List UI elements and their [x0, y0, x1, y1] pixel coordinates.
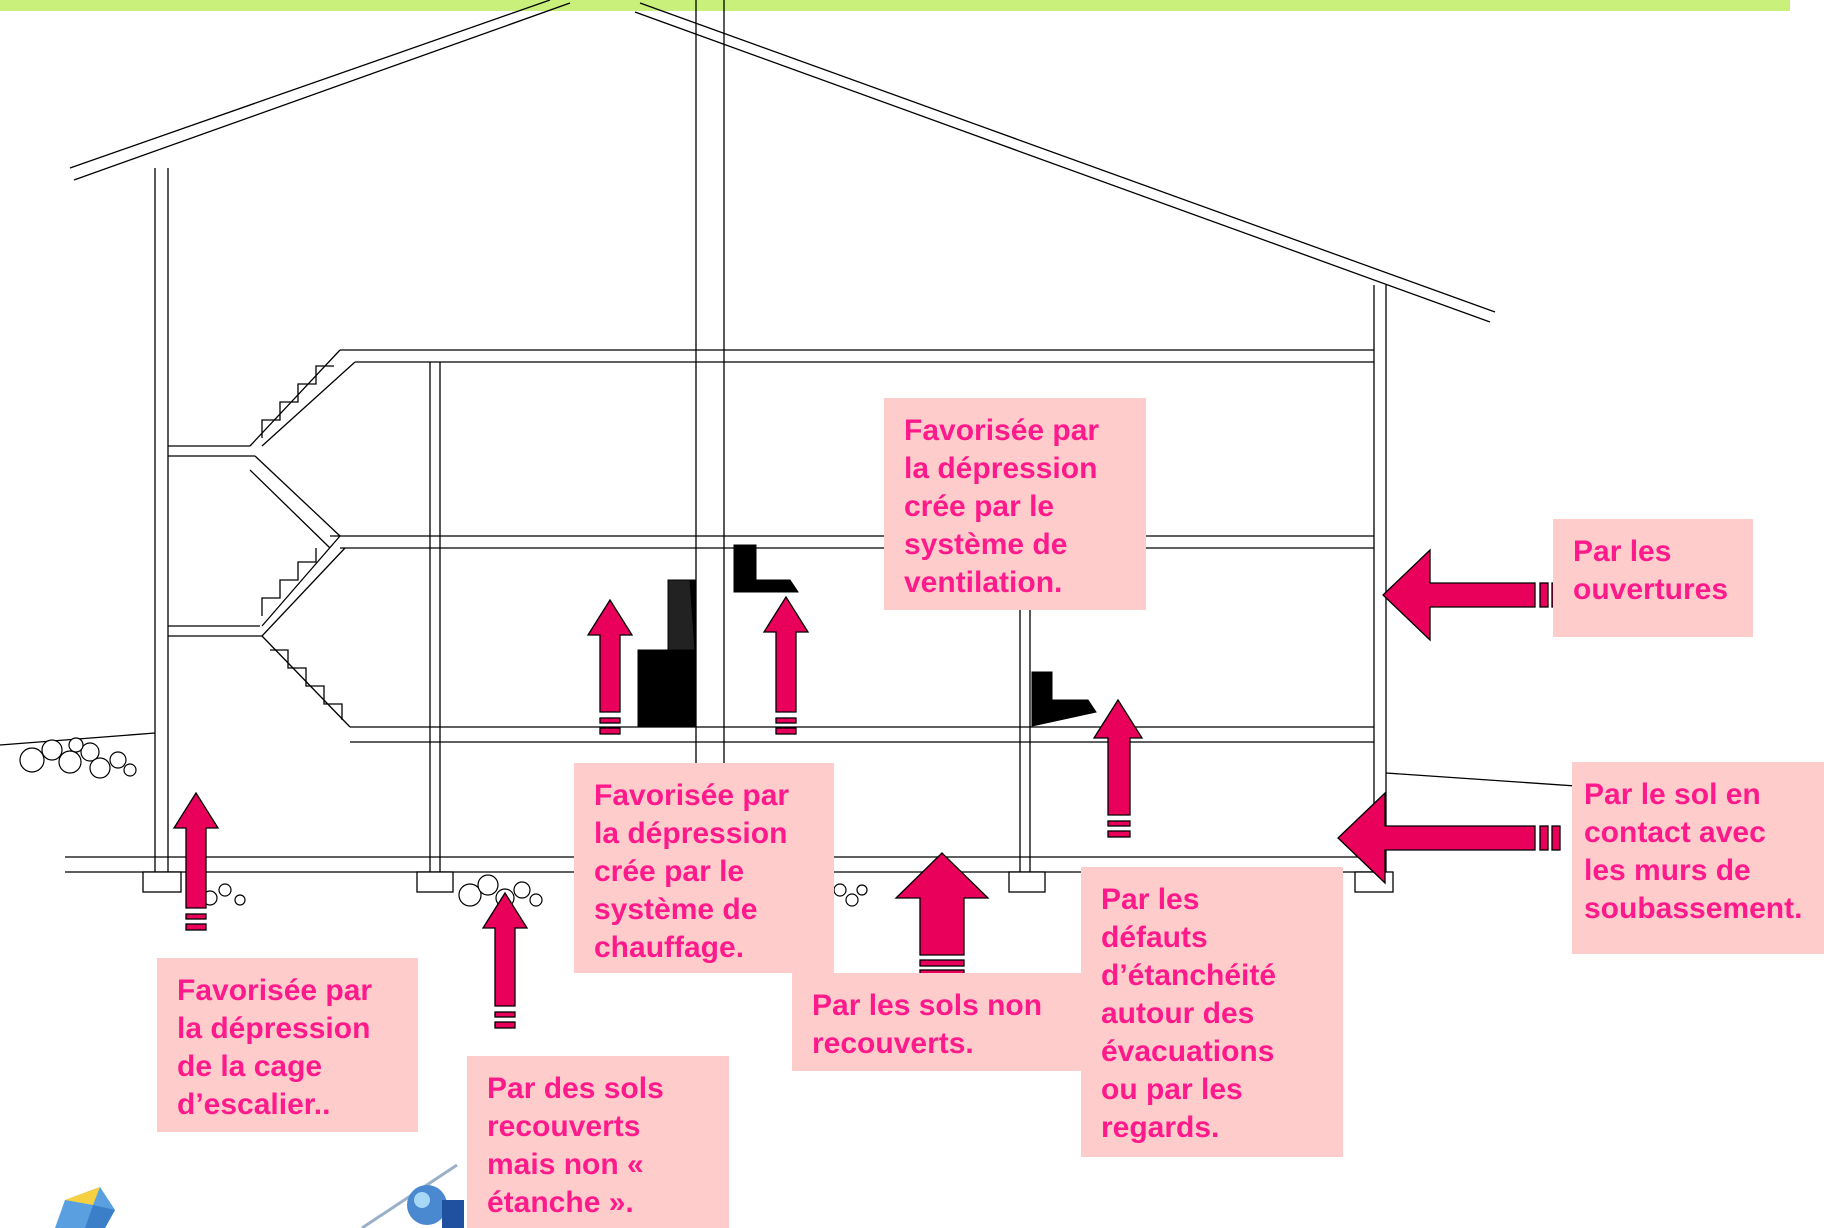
label-defauts-etancheite: Par les défauts d’étanchéité autour des …	[1081, 867, 1343, 1157]
left-arrow-icon	[1382, 548, 1561, 642]
walls	[154, 168, 1387, 880]
logo-icon	[55, 1187, 115, 1228]
left-arrow-icon	[1337, 791, 1561, 885]
up-arrow-icon	[481, 891, 529, 1029]
up-arrow-icon	[1092, 698, 1144, 838]
header-bar	[0, 0, 1790, 11]
up-arrows	[172, 595, 1144, 1029]
footings	[142, 871, 1394, 893]
ground	[0, 732, 1824, 804]
roof	[69, 0, 1496, 323]
up-arrow-icon	[762, 595, 810, 735]
up-arrow-icon	[172, 791, 220, 931]
chimney	[695, 0, 725, 880]
radiators	[637, 544, 1097, 728]
label-chauffage: Favorisée par la dépression crée par le …	[574, 763, 834, 973]
label-sols-non-recouverts: Par les sols non recouverts.	[792, 973, 1092, 1071]
label-sols-recouverts: Par des sols recouverts mais non « étanc…	[467, 1056, 729, 1228]
side-arrows	[1337, 548, 1561, 885]
label-cage-escalier: Favorisée par la dépression de la cage d…	[157, 958, 418, 1132]
up-arrow-icon	[586, 598, 634, 735]
label-murs-soubassement: Par le sol en contact avec les murs de s…	[1572, 762, 1824, 954]
label-ventilation: Favorisée par la dépression crée par le …	[884, 398, 1146, 610]
globe-logo-icon	[361, 1163, 464, 1228]
stairs	[249, 349, 356, 728]
label-ouvertures: Par les ouvertures	[1553, 519, 1753, 637]
